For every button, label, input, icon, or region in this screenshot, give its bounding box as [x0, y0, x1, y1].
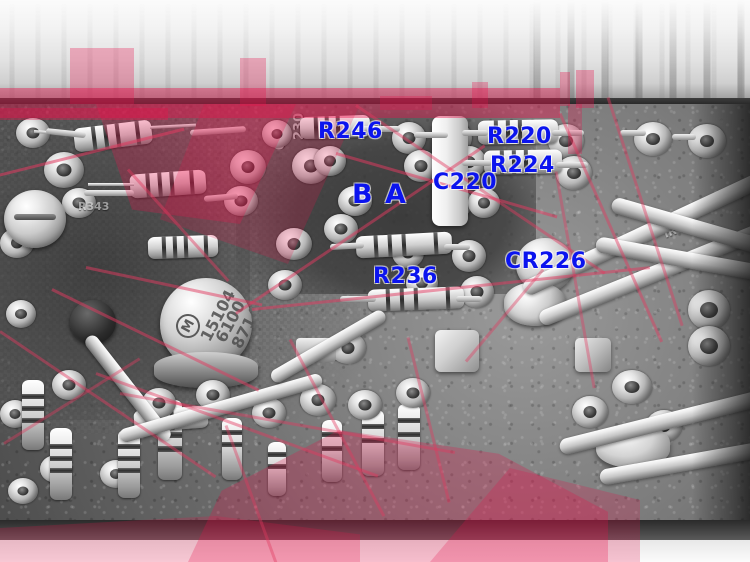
watermark-shape: [0, 516, 360, 562]
annotation-r220: R220: [487, 124, 552, 149]
axial-resistor: [22, 380, 44, 450]
annotation-r224: R224: [490, 153, 555, 178]
annotation-c220: C220: [433, 170, 498, 195]
watermark-line: [288, 338, 386, 517]
axial-resistor: [362, 410, 384, 476]
pcb-trace: [84, 190, 134, 196]
pcb-trace: [462, 130, 488, 136]
watermark-line: [119, 392, 456, 455]
watermark-block: [472, 82, 488, 108]
axial-resistor: [398, 404, 420, 470]
solder-pad: [6, 300, 36, 328]
watermark-shape: [96, 104, 296, 224]
watermark-line: [85, 266, 263, 307]
pcb-trace: [620, 130, 646, 136]
watermark-line: [406, 337, 451, 503]
square-component: [575, 338, 611, 372]
watermark-line: [554, 171, 596, 389]
axial-resistor: [50, 428, 72, 500]
chassis-fin-streaks-right: [520, 0, 750, 104]
watermark-shape: [188, 430, 608, 562]
silkscreen-text: R343: [78, 200, 110, 213]
pcb-trace: [414, 132, 448, 138]
watermark-block: [70, 48, 134, 104]
watermark-block: [380, 96, 432, 110]
annotation-r236: R236: [373, 264, 438, 289]
annotation-r246: R246: [318, 119, 383, 144]
watermark-line: [606, 97, 684, 327]
axial-resistor: [222, 418, 242, 480]
watermark-block: [576, 70, 594, 108]
solder-pad: [348, 390, 382, 420]
annotation-cr226: CR226: [505, 249, 587, 274]
watermark-line: [251, 266, 650, 311]
pcb-trace: [358, 126, 400, 132]
trimmer-slot: [14, 214, 56, 220]
annotation-b: B: [352, 179, 374, 210]
pcb-trace: [552, 130, 584, 136]
watermark-line: [126, 168, 230, 282]
solder-pad: [262, 120, 292, 148]
watermark-line: [0, 330, 217, 479]
photo-bottom-margin: [0, 540, 750, 562]
watermark-line: [95, 372, 379, 478]
watermark-line: [0, 127, 185, 179]
pcb-trace: [672, 134, 696, 140]
axial-resistor: [118, 430, 140, 498]
pcb-trace: [556, 162, 588, 168]
axial-resistor: [268, 442, 286, 496]
watermark-block: [0, 88, 560, 118]
solder-pad: [612, 370, 652, 404]
square-component: [435, 330, 479, 372]
solder-pad: [396, 378, 430, 408]
watermark-block: [0, 108, 168, 120]
watermark-block: [568, 104, 582, 154]
right-shadow-edge: [692, 104, 750, 524]
solder-pad: [572, 396, 608, 428]
annotation-a: A: [385, 179, 407, 210]
solder-pad: [8, 478, 38, 504]
watermark-line: [464, 268, 545, 363]
watermark-shape: [430, 468, 640, 562]
component-lead: [88, 183, 134, 186]
chassis-bottom-edge: [0, 520, 750, 540]
watermark-line: [558, 112, 664, 343]
watermark-block: [560, 72, 570, 106]
chassis-fin-streaks: [0, 0, 750, 104]
watermark-line: [224, 424, 289, 562]
solder-pad: [634, 122, 672, 156]
watermark-line: [51, 288, 260, 392]
overexposed-chassis-top: [0, 0, 750, 104]
watermark-line: [3, 357, 141, 445]
watermark-block: [240, 58, 266, 106]
axial-resistor: [322, 420, 342, 482]
